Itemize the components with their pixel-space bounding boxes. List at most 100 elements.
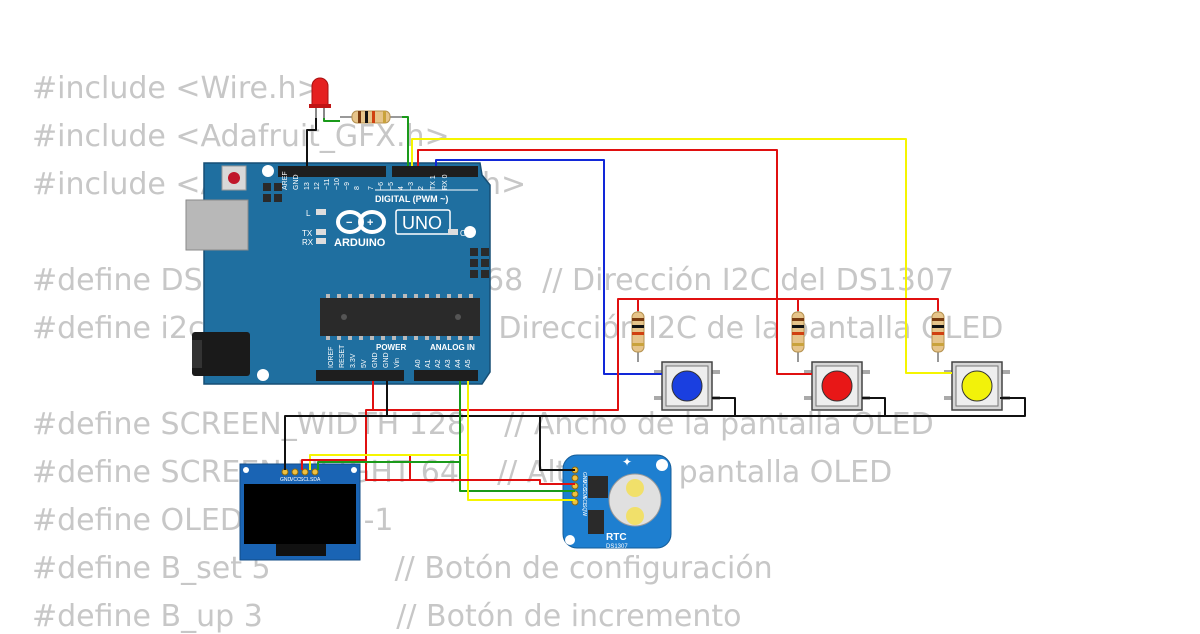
mounting-hole xyxy=(262,165,274,177)
led-resistor[interactable] xyxy=(340,110,402,124)
digital-pin-label: ~3 xyxy=(408,182,415,190)
arduino-brand: ARDUINO xyxy=(334,237,386,249)
svg-text:−: − xyxy=(346,217,352,229)
power-pin-label: GND xyxy=(372,352,379,368)
star-icon: ✦ xyxy=(622,455,632,469)
digital-pin-label: 13 xyxy=(304,182,311,190)
power-jack xyxy=(192,332,250,376)
analog-label: ANALOG IN xyxy=(430,343,475,352)
code-line: #define SCREEN_WIDTH 128 // Ancho de la … xyxy=(32,407,934,442)
led[interactable] xyxy=(309,77,331,118)
button-cap[interactable] xyxy=(821,370,853,402)
wire-led-anode xyxy=(323,118,340,122)
code-line: #include <Adafruit_GFX.h> xyxy=(32,119,450,154)
digital-pin-label: 4 xyxy=(398,186,405,190)
button-cap[interactable] xyxy=(961,370,993,402)
code-line: #define B_set 5 // Botón de configuració… xyxy=(32,551,773,586)
uno-label: UNO xyxy=(402,213,442,233)
pulldown-resistors xyxy=(631,308,945,362)
digital-pin-label: ~9 xyxy=(344,182,351,190)
analog-pin-label: A4 xyxy=(455,359,462,368)
svg-text:+: + xyxy=(367,217,373,229)
wire-vcc-rtc xyxy=(366,479,575,485)
power-pin-label: Vin xyxy=(394,358,401,368)
analog-pin-label: A5 xyxy=(465,359,472,368)
oled-pin-label: GND xyxy=(280,477,292,483)
digital-pin-label: ~11 xyxy=(324,179,331,190)
rtc-chip-label: DS1307 xyxy=(606,544,628,550)
rtc-pin-label: GND xyxy=(581,472,587,484)
digital-pin-label: ~10 xyxy=(334,178,341,190)
power-header xyxy=(316,370,404,381)
mounting-hole xyxy=(464,226,476,238)
wire-red-button xyxy=(417,149,812,375)
digital-pin-label: 2 xyxy=(418,186,425,190)
analog-pin-label: A3 xyxy=(445,359,452,368)
on-label: ON xyxy=(460,229,472,238)
rtc-chip xyxy=(588,476,608,498)
wire-scl-rtc xyxy=(467,381,575,501)
power-pin-label: 3.3V xyxy=(350,353,357,368)
power-pin-label: 5V xyxy=(361,359,368,368)
wire-yellow-button xyxy=(411,138,952,374)
rtc-label: RTC xyxy=(606,532,627,543)
digital-pin-label: GND xyxy=(293,174,300,190)
rtc-pin-label: SQW xyxy=(581,504,587,516)
mounting-hole xyxy=(257,369,269,381)
wire-gnd xyxy=(386,381,1026,417)
button-cap[interactable] xyxy=(671,370,703,402)
digital-label: DIGITAL (PWM ~) xyxy=(375,194,448,204)
wire-sda-rtc xyxy=(459,381,575,492)
digital-pin-label: 7 xyxy=(368,186,375,190)
analog-pin-label: A0 xyxy=(415,359,422,368)
coin-cell-holder xyxy=(608,473,662,527)
analog-header xyxy=(414,370,478,381)
usb-port xyxy=(185,199,249,251)
wire-led-gnd xyxy=(306,118,317,166)
digital-pin-label: TX 1 xyxy=(430,175,437,190)
power-pin-label: RESET xyxy=(339,344,346,368)
code-line: #define B_up 3 // Botón de incremento xyxy=(32,599,742,634)
rtc-pin-label: VCC xyxy=(581,480,587,491)
power-pin-label: GND xyxy=(383,352,390,368)
tx-label: TX xyxy=(302,229,313,238)
wire-5v xyxy=(365,381,460,481)
analog-pin-label: A2 xyxy=(435,359,442,368)
rtc-pin-label: SDA xyxy=(581,488,587,499)
wire-blue-button xyxy=(435,159,662,375)
oled-screen xyxy=(244,484,356,544)
wire-led-pin xyxy=(402,116,409,166)
push-button-yellow[interactable] xyxy=(944,361,1010,411)
digital-pin-label: AREF xyxy=(282,171,289,190)
power-pin-labels: IOREF RESET 3.3V 5V GND GND Vin xyxy=(328,344,401,368)
rx-label: RX xyxy=(302,238,314,247)
digital-pin-label: ~5 xyxy=(388,182,395,190)
arduino-logo: − + xyxy=(336,210,386,234)
oled-pin-label: SCL xyxy=(300,477,310,483)
push-button-blue[interactable] xyxy=(654,361,720,411)
power-label: POWER xyxy=(376,343,406,352)
analog-pin-label: A1 xyxy=(425,359,432,368)
wire-sda-oled xyxy=(317,381,461,470)
pulldown-resistor xyxy=(791,308,805,362)
push-button-red[interactable] xyxy=(804,361,870,411)
digital-pin-label: 8 xyxy=(354,186,361,190)
digital-pin-label: ~6 xyxy=(378,182,385,190)
wire-vcc-oled xyxy=(301,459,366,470)
oled-pin-label: VCC xyxy=(290,477,301,483)
power-pin-label: IOREF xyxy=(328,347,335,368)
pulldown-resistor xyxy=(931,308,945,362)
digital-header-right xyxy=(392,166,478,177)
digital-pin-label: 12 xyxy=(314,182,321,190)
wires xyxy=(284,116,1026,501)
pulldown-resistor xyxy=(631,308,645,362)
rtc-pin-label: SCL xyxy=(581,496,587,506)
l-label: L xyxy=(306,209,311,218)
digital-header-left xyxy=(278,166,386,177)
